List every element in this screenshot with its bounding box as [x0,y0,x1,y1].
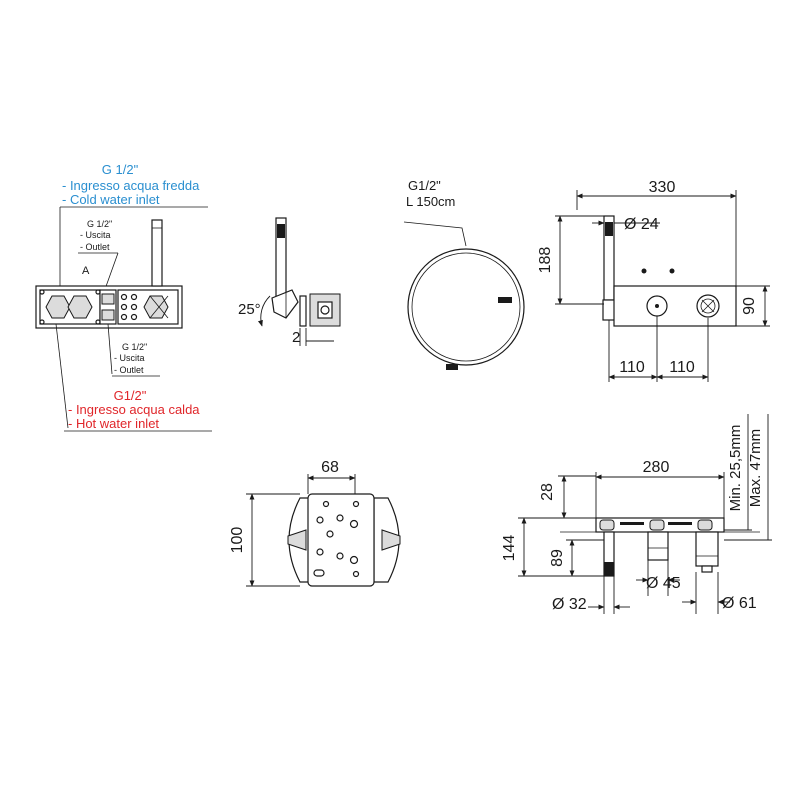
screw-right [669,268,675,274]
min-depth-label: Min. 25,5mm [727,425,744,512]
hose-length: L 150cm [406,194,455,209]
hose-view: G1/2" L 150cm [403,178,525,370]
side-wall-plate [299,295,307,327]
hose-fitting-start [446,364,458,370]
angle-arc [257,295,271,327]
outlet-top-label-it: - Uscita [80,230,111,240]
depth-label: 2 [292,329,300,346]
cold-inlet-label-en: - Cold water inlet [62,192,160,207]
top-view: 280 Min. 25,5mm Max. 47mm 28 144 89 [501,414,772,614]
outlet-bottom-label-en: - Outlet [114,365,144,375]
outlet-top-label-en: - Outlet [80,242,110,252]
hose-thread: G1/2" [408,178,441,193]
max-depth-label: Max. 47mm [747,429,764,507]
diameter-45-label: Ø 45 [646,575,681,592]
front-view: 330 Ø 24 188 90 [537,179,770,382]
hose-coil-outer [407,248,525,366]
outlet-top-thread: G 1/2" [87,219,112,229]
inlet-outlet-diagram: G 1/2" - Ingresso acqua fredda - Cold wa… [35,162,212,432]
spout-height-label: 188 [537,247,554,274]
cold-inlet-thread: G 1/2" [102,162,139,177]
box-view: 68 100 [229,459,401,587]
outlet-bottom-leader [107,323,113,375]
side-view: 25° 2 [238,217,341,346]
depth-89-label: 89 [549,549,566,567]
box-width-label: 68 [321,459,339,476]
hot-inlet-thread: G1/2" [114,388,147,403]
diverter-knob-center [655,304,659,308]
outlet-bottom-label-it: - Uscita [114,353,145,363]
width-label: 330 [649,179,676,196]
depth-144-label: 144 [501,535,518,562]
cold-inlet-label-it: - Ingresso acqua fredda [62,178,200,193]
hose-leader [403,221,467,247]
angle-label: 25° [238,301,261,318]
top-spout-tip [604,562,614,576]
depth-28-label: 28 [539,483,556,501]
side-holder [271,289,299,319]
hot-valve-body [117,289,179,325]
hose-fitting-end [498,297,512,303]
hot-inlet-label-it: - Ingresso acqua calda [68,402,200,417]
diameter-32-label: Ø 32 [552,596,587,613]
spout-base [602,299,616,321]
spout-head [605,222,613,236]
spacing-right-label: 110 [669,359,695,376]
cold-valve-body [39,289,101,325]
hot-inlet-label-en: - Hot water inlet [68,416,159,431]
supply-pipe [151,219,163,287]
diameter-61-label: Ø 61 [722,595,757,612]
box-height-label: 100 [229,527,246,554]
detail-letter: A [82,265,90,277]
top-width-label: 280 [643,459,670,476]
plate-height-label: 90 [741,297,758,315]
box-body [307,493,375,587]
screw-left [641,268,647,274]
diameter-24-label: Ø 24 [624,216,659,233]
outlet-bottom-thread: G 1/2" [122,342,147,352]
hot-inlet-leader [55,323,69,429]
hose-coil-inner [411,252,521,362]
spacing-left-label: 110 [619,359,645,376]
side-handshower-head [277,224,285,238]
top-thermostat-body [695,531,719,567]
outlet-junction [99,289,117,325]
top-diverter-body [647,531,669,561]
